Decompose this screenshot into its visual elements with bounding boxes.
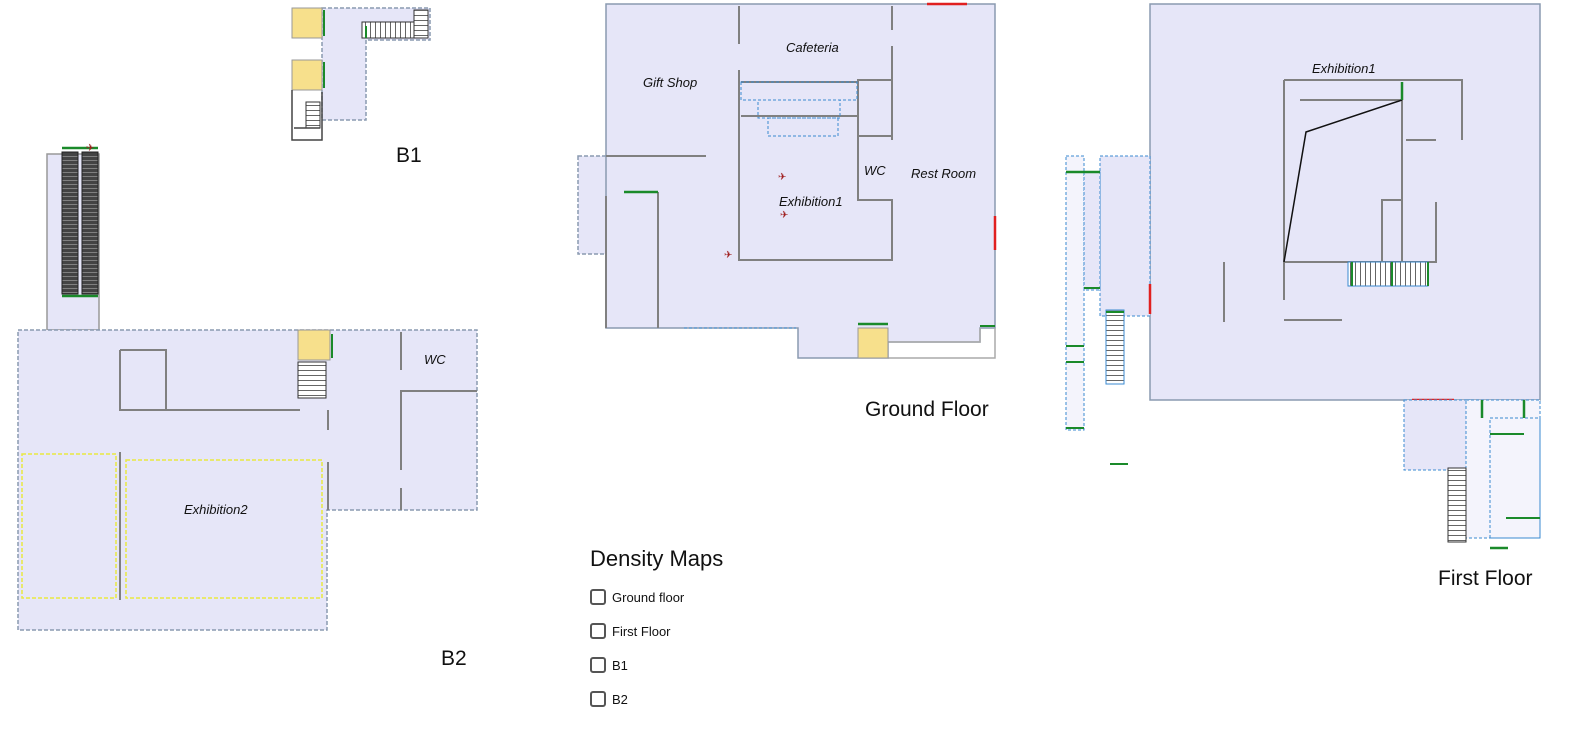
b1-checkbox[interactable] xyxy=(590,657,606,673)
ground-person-marker-1: ✈ xyxy=(778,172,786,183)
b1-option-label: B1 xyxy=(612,657,628,673)
ground-elevator xyxy=(857,327,889,359)
b2-option-label: B2 xyxy=(612,691,628,707)
b1-elevator-1 xyxy=(291,7,323,39)
first-stairs-bottom xyxy=(1447,467,1467,543)
density-option-b2[interactable]: B2 xyxy=(590,688,723,710)
ground-floor-option-label: Ground floor xyxy=(612,589,685,605)
b2-escalator-2 xyxy=(81,151,99,295)
b1-stairs-2 xyxy=(413,9,429,39)
room-label-wc-ground: WC xyxy=(864,163,886,178)
b1-floor xyxy=(291,7,431,141)
room-label-cafeteria: Cafeteria xyxy=(786,40,839,55)
room-label-wc-b2: WC xyxy=(424,352,446,367)
b1-elevator-2 xyxy=(291,59,323,91)
first-stairs-left xyxy=(1105,309,1125,385)
density-maps-title: Density Maps xyxy=(590,546,724,571)
room-label-exhibition1-ground: Exhibition1 xyxy=(779,194,843,209)
b2-checkbox[interactable] xyxy=(590,691,606,707)
density-option-ground-floor[interactable]: Ground floor xyxy=(590,586,723,608)
room-label-exhibition2: Exhibition2 xyxy=(184,502,248,517)
b1-floor-label: B1 xyxy=(396,144,422,167)
b2-floor-label: B2 xyxy=(441,647,467,670)
b1-stairs-1 xyxy=(361,21,415,39)
density-option-first-floor[interactable]: First Floor xyxy=(590,620,723,642)
first-floor-option-label: First Floor xyxy=(612,623,671,639)
ground-floor-label: Ground Floor xyxy=(865,398,989,421)
ground-person-marker-2: ✈ xyxy=(780,210,788,221)
first-floor xyxy=(1065,3,1541,550)
b2-floor: ✈ xyxy=(17,143,478,631)
density-option-b1[interactable]: B1 xyxy=(590,654,723,676)
b2-stairs xyxy=(297,361,327,399)
first-stairs-center xyxy=(1347,261,1429,287)
density-maps-panel: Density Maps Ground floor First Floor B1… xyxy=(590,546,723,722)
b2-escalator-1 xyxy=(61,151,79,295)
first-floor-label: First Floor xyxy=(1438,567,1533,590)
b2-elevator xyxy=(297,329,331,361)
b1-stairs-3 xyxy=(305,101,321,129)
room-label-exhibition1-first: Exhibition1 xyxy=(1312,61,1376,76)
ground-floor-checkbox[interactable] xyxy=(590,589,606,605)
room-label-rest-room: Rest Room xyxy=(911,166,976,181)
room-label-gift-shop: Gift Shop xyxy=(643,75,697,90)
ground-person-marker-3: ✈ xyxy=(724,250,732,261)
b2-person-marker: ✈ xyxy=(86,143,94,154)
first-floor-checkbox[interactable] xyxy=(590,623,606,639)
ground-floor: ✈ ✈ ✈ xyxy=(577,2,997,359)
